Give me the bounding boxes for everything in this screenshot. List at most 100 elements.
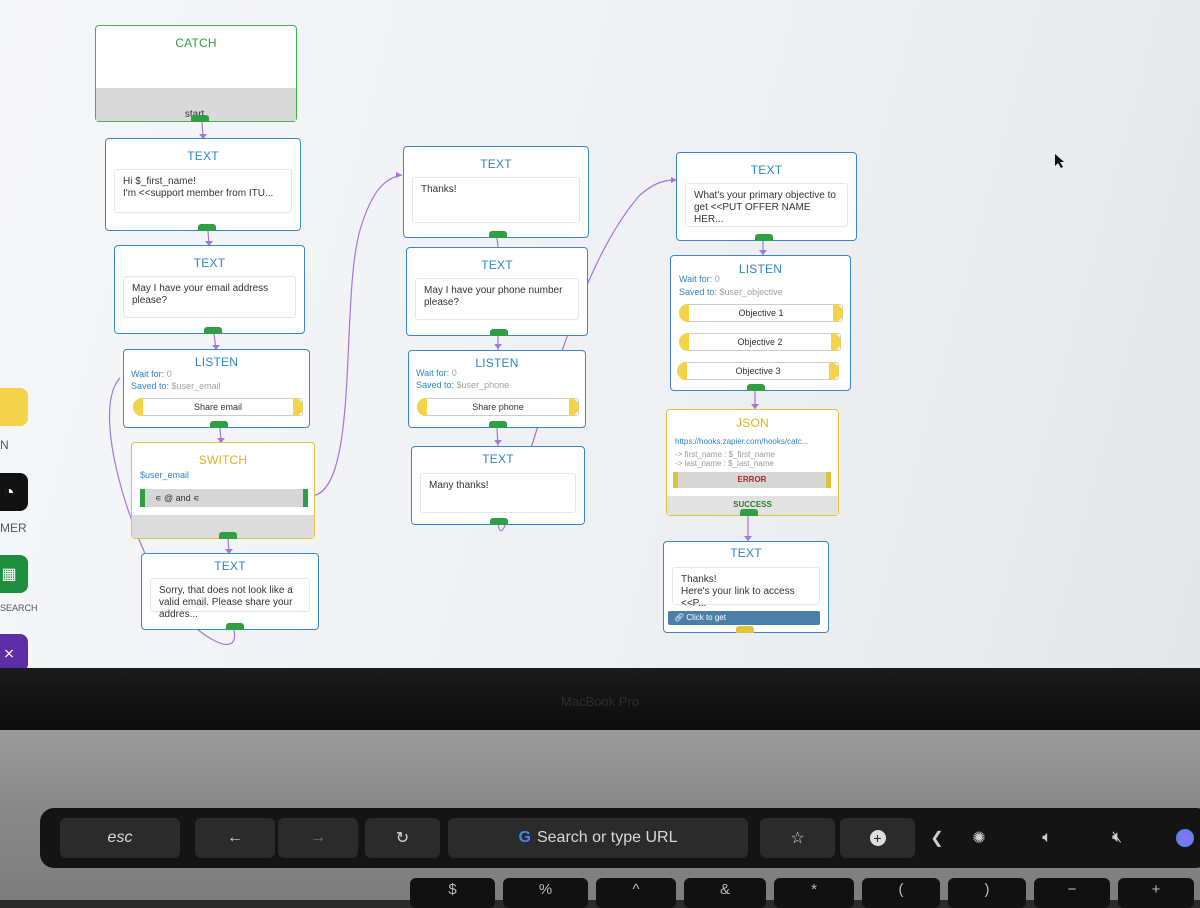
- key-ampersand[interactable]: &: [684, 878, 766, 908]
- switch-variable: $user_email: [140, 470, 190, 480]
- reload-icon[interactable]: ↻: [365, 818, 440, 858]
- key-dollar[interactable]: $: [410, 878, 495, 908]
- message-bubble[interactable]: Many thanks!: [420, 473, 576, 513]
- sheets-icon[interactable]: ▦: [0, 555, 28, 593]
- forward-arrow-icon[interactable]: →: [278, 818, 358, 858]
- listen-node-email[interactable]: LISTEN Wait for: 0 Saved to: $user_email…: [123, 349, 310, 428]
- listen-node-phone[interactable]: LISTEN Wait for: 0 Saved to: $user_phone…: [408, 350, 586, 428]
- webhook-url: https://hooks.zapier.com/hooks/catc...: [675, 437, 809, 446]
- bookmark-star-icon[interactable]: ☆: [760, 818, 835, 858]
- message-bubble[interactable]: May I have your phone number please?: [415, 278, 579, 320]
- option-objective-1[interactable]: Objective 1: [679, 304, 843, 322]
- node-title: TEXT: [193, 256, 226, 270]
- json-node[interactable]: JSON https://hooks.zapier.com/hooks/catc…: [666, 409, 839, 516]
- wait-for-row: Wait for: 0: [679, 274, 720, 284]
- laptop-bezel: MacBook Pro: [0, 668, 1200, 730]
- output-port[interactable]: [489, 421, 507, 428]
- switch-node[interactable]: SWITCH $user_email ∊ @ and ∊: [131, 442, 315, 539]
- output-port[interactable]: [489, 231, 507, 238]
- brightness-icon[interactable]: ✺: [972, 830, 986, 847]
- output-port[interactable]: [210, 421, 228, 428]
- mapping-last-name: -> last_name : $_last_name: [675, 459, 774, 468]
- message-bubble[interactable]: Thanks! Here's your link to access <<P..…: [672, 567, 820, 609]
- option-share-email[interactable]: Share email: [133, 398, 303, 416]
- message-bubble[interactable]: Hi $_first_name! I'm <<support member fr…: [114, 169, 292, 213]
- screen: N ◔ MER ▦ SEARCH ⨯: [0, 0, 1200, 668]
- sidebar-label-2: MER: [0, 521, 27, 535]
- search-url-bar[interactable]: G Search or type URL: [448, 818, 748, 858]
- text-node-invalid-email[interactable]: TEXT Sorry, that does not look like a va…: [141, 553, 319, 630]
- output-port[interactable]: [490, 518, 508, 525]
- output-port[interactable]: [191, 115, 209, 122]
- text-node-many-thanks[interactable]: TEXT Many thanks!: [411, 446, 585, 525]
- text-node-thanks[interactable]: TEXT Thanks!: [403, 146, 589, 238]
- option-objective-3[interactable]: Objective 3: [677, 362, 839, 380]
- catch-node[interactable]: CATCH start.: [95, 25, 297, 122]
- option-share-phone[interactable]: Share phone: [417, 398, 579, 416]
- node-title: TEXT: [214, 559, 246, 573]
- key-plus[interactable]: +: [1118, 878, 1194, 908]
- output-port[interactable]: [736, 626, 754, 633]
- node-title: SWITCH: [198, 453, 248, 467]
- wait-for-row: Wait for: 0: [131, 369, 172, 379]
- key-minus[interactable]: −: [1034, 878, 1110, 908]
- message-bubble[interactable]: Thanks!: [412, 177, 580, 223]
- output-port[interactable]: [204, 327, 222, 334]
- timer-icon[interactable]: ◔: [0, 473, 28, 511]
- connector-text4-text5: [496, 237, 499, 248]
- node-title: TEXT: [730, 546, 762, 560]
- sidebar-label-3: SEARCH: [0, 603, 38, 613]
- message-bubble[interactable]: Sorry, that does not look like a valid e…: [150, 578, 310, 620]
- google-icon: G: [518, 829, 531, 846]
- output-port[interactable]: [747, 384, 765, 391]
- output-port[interactable]: [198, 224, 216, 231]
- click-to-get-button[interactable]: 🔗︎ Click to get: [668, 611, 820, 625]
- saved-to-row: Saved to: $user_email: [131, 381, 221, 391]
- key-caret[interactable]: ^: [596, 878, 676, 908]
- volume-icon[interactable]: 🔈︎: [1042, 829, 1052, 846]
- output-port[interactable]: [219, 532, 237, 539]
- key-left-paren[interactable]: (: [862, 878, 940, 908]
- siri-icon[interactable]: [1168, 822, 1200, 854]
- output-port[interactable]: [740, 509, 758, 516]
- esc-key[interactable]: esc: [60, 818, 180, 858]
- message-bubble[interactable]: May I have your email address please?: [123, 276, 296, 318]
- bezel-label: MacBook Pro: [560, 694, 640, 709]
- output-port[interactable]: [226, 623, 244, 630]
- formula-icon[interactable]: ⨯: [0, 634, 28, 668]
- listen-node-objective[interactable]: LISTEN Wait for: 0 Saved to: $user_objec…: [670, 255, 851, 391]
- back-arrow-icon[interactable]: ←: [195, 818, 275, 858]
- wait-for-row: Wait for: 0: [416, 368, 457, 378]
- text-node-access-link[interactable]: TEXT Thanks! Here's your link to access …: [663, 541, 829, 633]
- success-branch[interactable]: SUCCESS: [667, 496, 838, 515]
- text-node-phone-request[interactable]: TEXT May I have your phone number please…: [406, 247, 588, 336]
- add-tab-icon[interactable]: +: [840, 818, 915, 858]
- node-title: LISTEN: [738, 262, 783, 276]
- output-port[interactable]: [755, 234, 773, 241]
- mapping-first-name: -> first_name : $_first_name: [675, 450, 775, 459]
- switch-default-row: [132, 515, 314, 538]
- text-node-greeting[interactable]: TEXT Hi $_first_name! I'm <<support memb…: [105, 138, 301, 231]
- output-port[interactable]: [490, 329, 508, 336]
- key-asterisk[interactable]: *: [774, 878, 854, 908]
- collapse-chevron-icon[interactable]: ❮: [930, 830, 944, 847]
- switch-condition[interactable]: ∊ @ and ∊: [140, 489, 308, 507]
- sidebar-yellow-icon[interactable]: [0, 388, 28, 426]
- message-bubble[interactable]: What's your primary objective to get <<P…: [685, 183, 848, 227]
- node-title: TEXT: [481, 258, 513, 272]
- error-branch[interactable]: ERROR: [673, 472, 831, 488]
- node-title: TEXT: [187, 149, 219, 163]
- connector-switch-text4: [311, 174, 403, 497]
- link-icon: 🔗︎: [674, 613, 685, 622]
- touch-bar: esc ← → ↻ G Search or type URL ☆ + ❮ ✺ 🔈…: [40, 808, 1200, 868]
- sidebar-label-1: N: [0, 438, 9, 452]
- option-objective-2[interactable]: Objective 2: [679, 333, 841, 351]
- mute-icon[interactable]: 🔇︎: [1111, 829, 1123, 846]
- key-percent[interactable]: %: [503, 878, 588, 908]
- text-node-email-request[interactable]: TEXT May I have your email address pleas…: [114, 245, 305, 334]
- mouse-cursor-icon: [1055, 154, 1064, 168]
- node-title: JSON: [736, 416, 769, 430]
- text-node-objective-question[interactable]: TEXT What's your primary objective to ge…: [676, 152, 857, 241]
- key-right-paren[interactable]: ): [948, 878, 1026, 908]
- node-title: TEXT: [480, 157, 512, 171]
